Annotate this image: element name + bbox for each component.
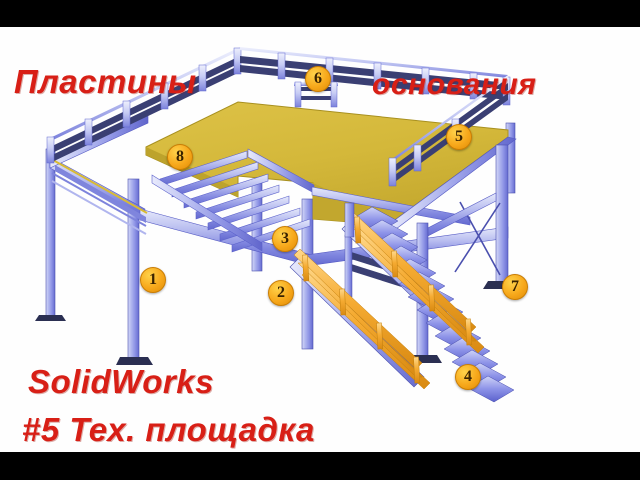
letterbox-bar-bottom <box>0 452 640 480</box>
column-left-front <box>116 178 153 365</box>
railing-group <box>46 47 511 187</box>
mezzanine-platform-drawing <box>35 47 521 403</box>
letterbox-bar-top <box>0 0 640 27</box>
callout-1-column[interactable]: 1 <box>140 267 166 293</box>
callout-4-stairs[interactable]: 4 <box>455 364 481 390</box>
thumbnail-canvas: 1 2 3 4 5 6 7 8 Пластины основания Solid… <box>0 27 640 452</box>
staircase-group <box>289 202 515 403</box>
brand-text: SolidWorks <box>28 363 214 400</box>
callout-8-deck-plate[interactable]: 8 <box>167 144 193 170</box>
subtitle-text: #5 Тех. площадка <box>22 411 315 448</box>
joists-group <box>151 148 471 253</box>
callout-7-base-plate[interactable]: 7 <box>502 274 528 300</box>
stair-handrails <box>293 212 485 390</box>
title-text-left: Пластины <box>14 63 197 100</box>
sample-plates-group <box>55 165 146 223</box>
callout-2-main-beam[interactable]: 2 <box>268 280 294 306</box>
callout-6-railing-section[interactable]: 6 <box>305 66 331 92</box>
callout-5-railing[interactable]: 5 <box>446 124 472 150</box>
callout-3-joists[interactable]: 3 <box>272 226 298 252</box>
column-left-rear <box>35 148 66 321</box>
railing-back-left <box>46 47 243 164</box>
title-text-right: основания <box>372 68 537 101</box>
